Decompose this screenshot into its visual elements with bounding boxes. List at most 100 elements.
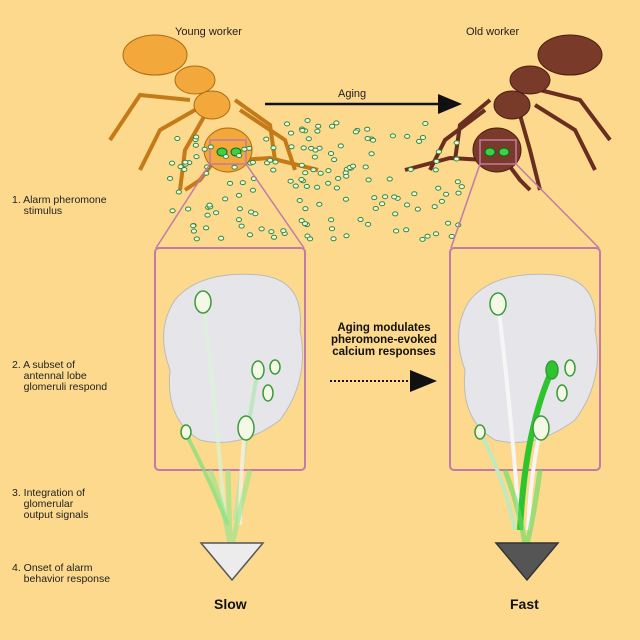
pheromone-droplet (455, 190, 462, 196)
aging-arrow (265, 94, 462, 114)
pheromone-droplet (337, 143, 344, 149)
zoom-lines (155, 163, 600, 249)
pheromone-droplet (174, 136, 181, 142)
pheromone-droplet (236, 206, 243, 212)
pheromone-droplet (287, 178, 294, 184)
pheromone-droplet (435, 185, 442, 191)
pheromone-droplet (352, 129, 359, 135)
right-antennal-lobe-panel (449, 247, 601, 531)
pheromone-droplets (166, 117, 465, 242)
fast-response-triangle (494, 542, 560, 582)
old-worker-ant (404, 34, 612, 192)
old-worker-label: Old worker (466, 26, 520, 38)
pheromone-droplet (342, 196, 350, 202)
pheromone-droplet (298, 162, 305, 168)
fast-label: Fast (510, 596, 539, 612)
pheromone-droplet (181, 166, 188, 172)
pheromone-droplet (453, 140, 460, 146)
pheromone-droplet (444, 220, 452, 226)
pheromone-droplet (310, 167, 317, 173)
pheromone-droplet (453, 156, 460, 162)
pheromone-droplet (314, 128, 321, 134)
pheromone-droplet (312, 147, 319, 153)
pheromone-droplet (372, 205, 379, 211)
pheromone-droplet (335, 175, 342, 181)
slow-label: Slow (214, 596, 247, 612)
pheromone-droplet (364, 126, 371, 132)
pheromone-droplet (190, 228, 197, 234)
pheromone-droplet (404, 133, 411, 139)
pheromone-droplet (296, 197, 303, 203)
left-antennal-lobe-panel (154, 247, 306, 526)
pheromone-droplet (235, 192, 243, 198)
pheromone-droplet (325, 168, 332, 174)
pheromone-droplet (314, 184, 321, 190)
pheromone-droplet (270, 145, 277, 151)
step-1: 1. Alarm pheromone stimulus (12, 194, 107, 217)
pheromone-droplet (249, 187, 257, 193)
pheromone-droplet (458, 184, 465, 190)
pheromone-droplet (175, 189, 182, 195)
pheromone-droplet (302, 206, 309, 212)
pheromone-droplet (231, 164, 238, 170)
pheromone-droplet (349, 163, 357, 169)
pheromone-droplet (448, 233, 455, 239)
step-2: 2. A subset of antennal lobe glomeruli r… (12, 359, 108, 393)
pheromone-droplet (298, 176, 305, 182)
slow-response-triangle (199, 542, 265, 582)
pheromone-droplet (239, 180, 246, 186)
pheromone-droplet (258, 226, 265, 232)
pheromone-droplet (166, 175, 174, 181)
pheromone-droplet (403, 227, 410, 233)
pheromone-droplet (419, 134, 427, 140)
pheromone-droplet (330, 236, 337, 242)
pheromone-droplet (391, 194, 398, 200)
pheromone-droplet (357, 217, 364, 223)
pheromone-droplet (328, 226, 336, 232)
pheromone-droplet (201, 146, 208, 152)
pheromone-droplet (238, 223, 245, 229)
pheromone-droplet (365, 177, 372, 183)
pheromone-droplet (283, 121, 291, 127)
pheromone-droplet (202, 225, 210, 231)
output-signals (207, 469, 543, 546)
young-worker-label: Young worker (175, 26, 242, 38)
pheromone-droplet (438, 198, 446, 204)
pheromone-droplet (212, 210, 220, 216)
pheromone-droplet (292, 183, 299, 189)
pheromone-droplet (222, 153, 230, 159)
pheromone-droplet (442, 191, 450, 197)
pheromone-droplet (433, 158, 440, 164)
pheromone-droplet (193, 154, 200, 160)
pheromone-droplet (193, 236, 200, 242)
pheromone-droplet (432, 167, 439, 173)
pheromone-droplet (169, 160, 176, 166)
pheromone-droplet (268, 229, 275, 235)
pheromone-droplet (371, 195, 378, 201)
pheromone-droplet (190, 223, 197, 229)
pheromone-droplet (248, 209, 255, 215)
pheromone-droplet (315, 123, 322, 129)
pheromone-droplet (222, 196, 229, 202)
pheromone-droplet (411, 191, 418, 197)
pheromone-droplet (329, 123, 336, 129)
young-worker-ant (108, 34, 319, 192)
pheromone-droplet (369, 137, 377, 143)
pheromone-droplet (333, 120, 340, 126)
pheromone-droplet (316, 201, 323, 207)
pheromone-droplet (381, 194, 389, 200)
pheromone-droplet (263, 136, 270, 142)
pheromone-droplet (177, 164, 184, 170)
pheromone-droplet (246, 232, 254, 238)
dotted-arrow (330, 370, 437, 392)
step-4: 4. Onset of alarm behavior response (12, 562, 111, 585)
pheromone-droplet (226, 180, 234, 186)
pheromone-droplet (287, 130, 295, 136)
pheromone-droplet (407, 166, 414, 172)
pheromone-droplet (392, 211, 399, 217)
pheromone-droplet (185, 206, 192, 212)
pheromone-droplet (364, 221, 372, 227)
pheromone-droplet (266, 157, 274, 163)
pheromone-droplet (182, 159, 189, 165)
